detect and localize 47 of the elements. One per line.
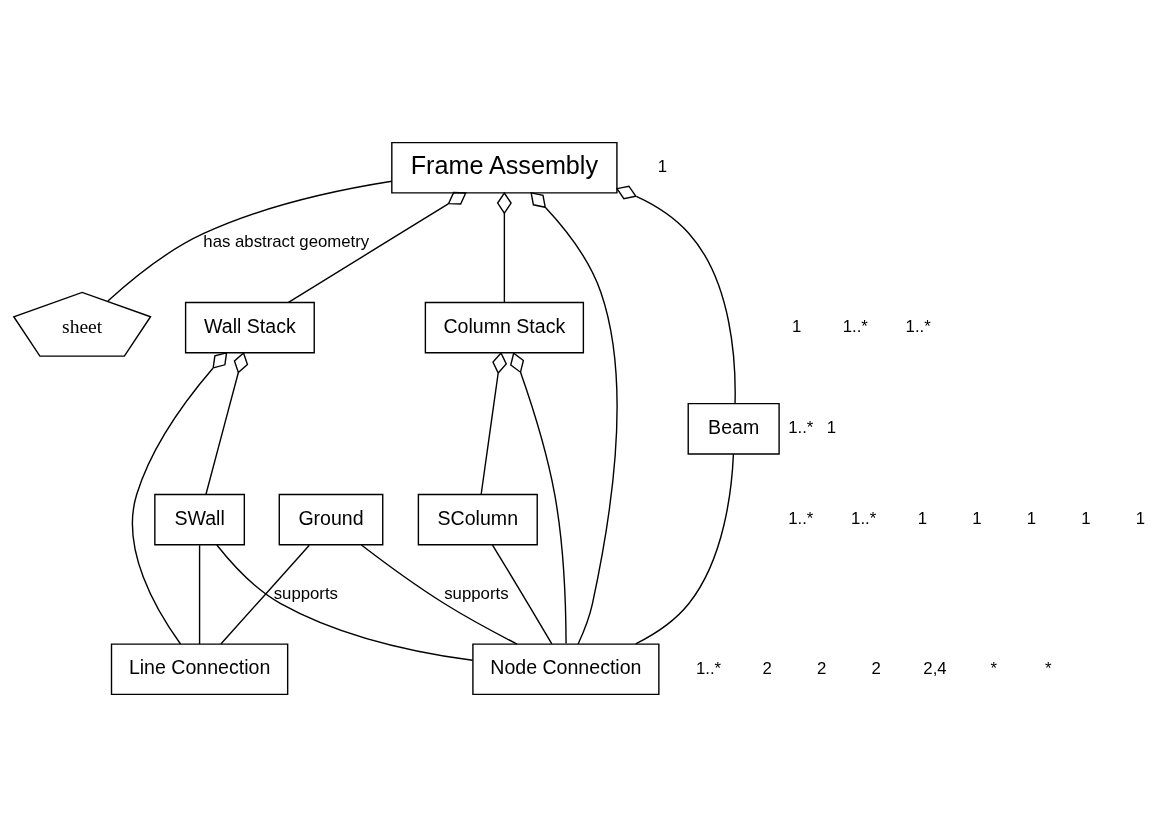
connector — [220, 544, 310, 645]
label: 1..* — [842, 316, 868, 336]
connector — [496, 191, 512, 303]
connector — [635, 452, 735, 645]
label: 1 — [657, 156, 668, 176]
label: 1 — [791, 316, 802, 336]
connector — [615, 184, 736, 404]
node-box: Wall Stack — [184, 301, 315, 353]
node-box: Node Connection — [472, 642, 660, 695]
connector — [480, 351, 508, 495]
label: * — [990, 658, 997, 678]
connector — [287, 191, 467, 303]
connector — [205, 351, 249, 495]
connector — [509, 351, 567, 644]
label: 2 — [817, 658, 827, 678]
label: 1 — [1081, 508, 1091, 528]
label: 1 — [1026, 508, 1037, 528]
connector — [530, 191, 618, 645]
label: 1..* — [788, 508, 814, 528]
label: 2,4 — [923, 658, 947, 678]
label: 1 — [972, 508, 982, 528]
edge-label: supports — [273, 583, 338, 603]
node-box: SWall — [154, 493, 245, 545]
label: 1 — [826, 417, 837, 437]
node-box: Frame Assembly — [391, 141, 618, 194]
connector — [107, 180, 393, 302]
node-box: Line Connection — [110, 642, 289, 695]
connector — [131, 351, 228, 645]
node-box: Ground — [278, 493, 384, 545]
connector — [216, 543, 474, 661]
node-box: SColumn — [417, 493, 538, 545]
label: * — [1044, 658, 1052, 678]
connector — [198, 544, 201, 645]
edge-label: has abstract geometry — [203, 231, 370, 251]
label: 2 — [762, 658, 772, 678]
label: 1..* — [695, 658, 722, 678]
label: 1..* — [905, 316, 931, 336]
node-box: Column Stack — [424, 301, 585, 353]
edge-label: supports — [444, 583, 509, 603]
label: 2 — [871, 658, 881, 678]
connector — [360, 543, 518, 645]
node-box: Beam — [687, 402, 780, 455]
label: 1 — [1135, 508, 1146, 528]
label: 1..* — [851, 508, 877, 528]
connector — [491, 543, 553, 645]
label: 1..* — [788, 417, 814, 437]
label: 1 — [917, 508, 928, 528]
